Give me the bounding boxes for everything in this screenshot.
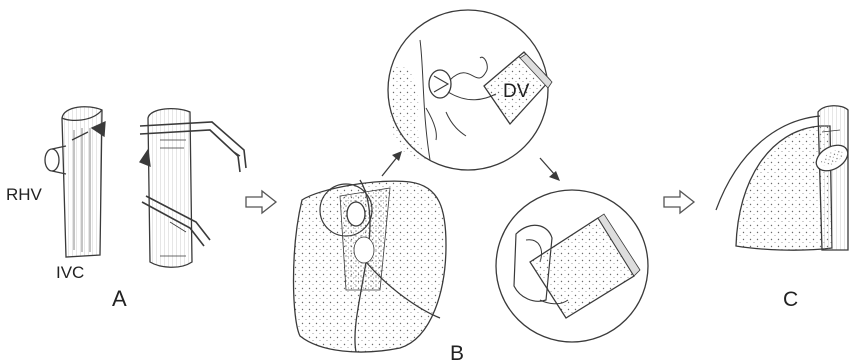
ivc-vessel-left (45, 107, 105, 257)
flow-arrow-1-icon (382, 151, 402, 176)
panel-a (45, 107, 246, 268)
zoom-circle-bottom (496, 190, 648, 342)
liver-graft (294, 180, 447, 352)
panel-c-label: C (783, 288, 798, 311)
step-arrow-2-icon (664, 191, 694, 213)
rhv-label: RHV (6, 185, 43, 204)
panel-c (716, 106, 851, 250)
ivc-label: IVC (56, 263, 84, 282)
dv-label: DV (503, 81, 530, 102)
panel-a-label: A (112, 286, 127, 311)
step-arrow-1-icon (246, 191, 276, 213)
ivc-vessel-right (140, 109, 246, 268)
flow-arrow-2-icon (540, 158, 560, 181)
panel-b-label: B (450, 342, 464, 364)
